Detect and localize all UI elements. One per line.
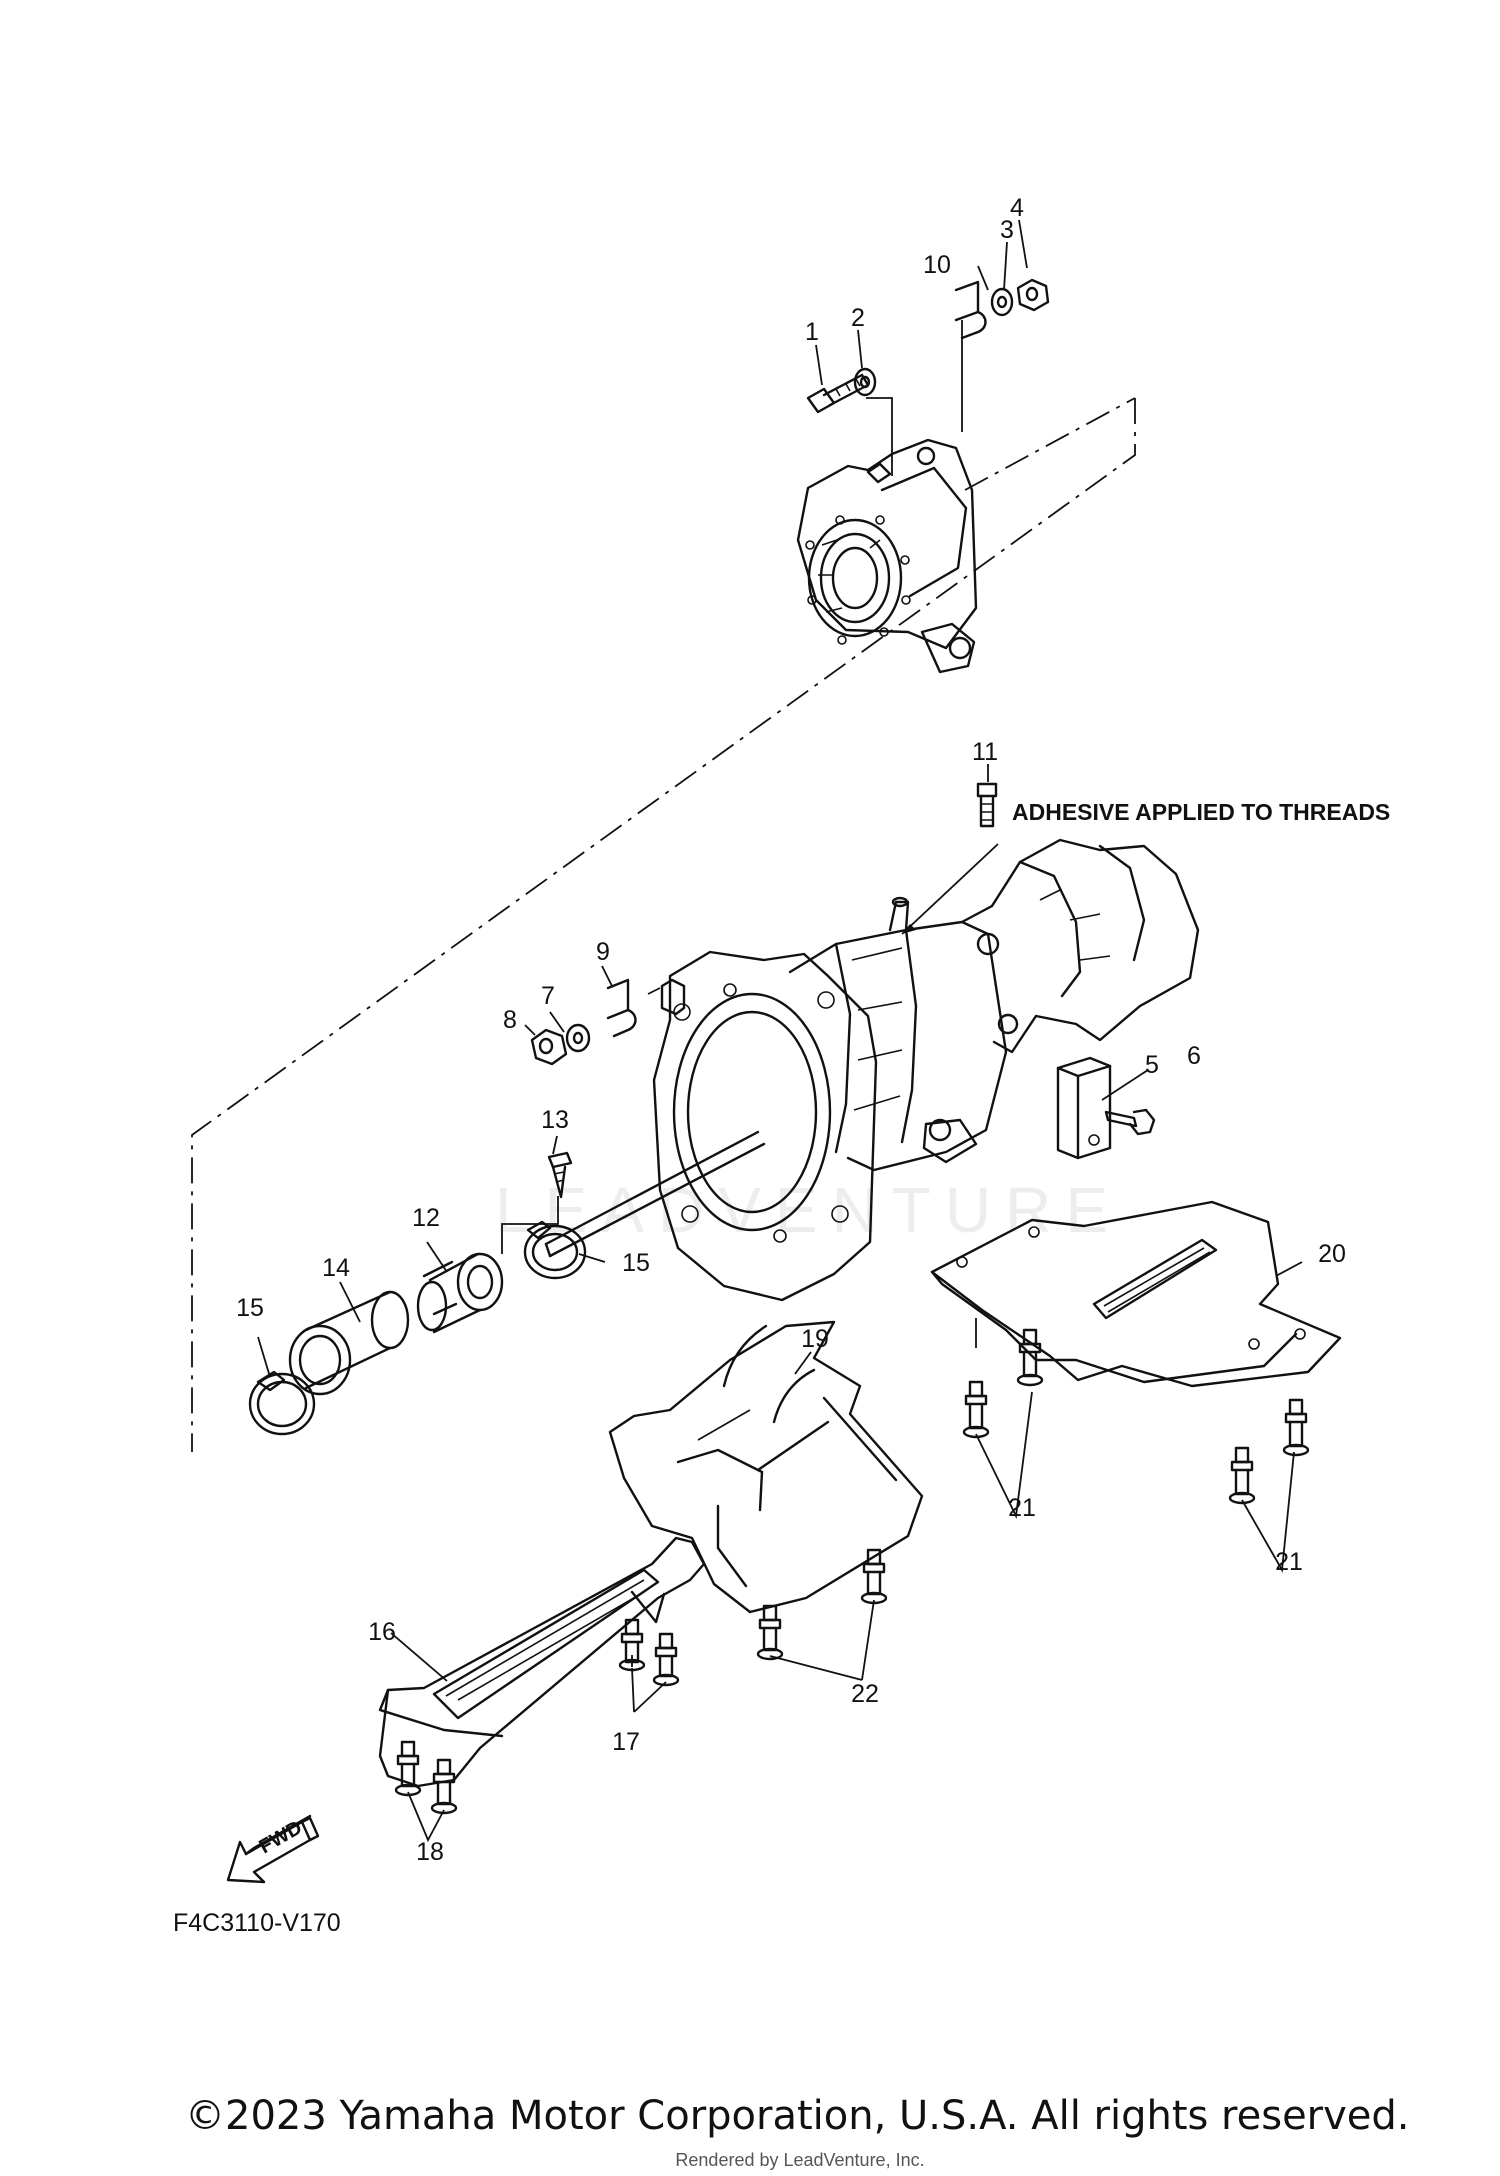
leader-17 bbox=[631, 1655, 667, 1713]
callout-leaders bbox=[257, 219, 1028, 1682]
callout-8: 8 bbox=[503, 1006, 517, 1034]
bolt-part-6 bbox=[1104, 1108, 1156, 1136]
leader-20 bbox=[1275, 1261, 1303, 1277]
leader-5 bbox=[1101, 1069, 1149, 1101]
washer-part-2 bbox=[853, 367, 877, 397]
hose-clamp-part-15 bbox=[523, 1220, 587, 1280]
leader-11 bbox=[901, 843, 999, 935]
callout-5: 5 bbox=[1145, 1051, 1159, 1079]
jet-pump-body bbox=[544, 838, 1200, 1302]
callout-22: 22 bbox=[851, 1680, 879, 1708]
bolt-part-21 bbox=[1282, 1398, 1310, 1457]
callout-16: 16 bbox=[368, 1618, 396, 1646]
callout-2: 2 bbox=[851, 304, 865, 332]
bolt-part-18 bbox=[394, 1740, 422, 1797]
callout-19: 19 bbox=[801, 1325, 829, 1353]
hardware-guide-line bbox=[866, 397, 893, 476]
assembly-boundary bbox=[191, 397, 1136, 1452]
bolt-part-21 bbox=[962, 1380, 990, 1439]
nut-part-4 bbox=[1016, 278, 1050, 312]
callout-14: 14 bbox=[322, 1254, 350, 1282]
guide-line-13 bbox=[501, 1196, 559, 1254]
rendered-by-credit: Rendered by LeadVenture, Inc. bbox=[675, 2150, 925, 2170]
callout-17: 17 bbox=[612, 1728, 640, 1756]
callout-12: 12 bbox=[412, 1204, 440, 1232]
intake-housing-part-19 bbox=[608, 1320, 924, 1614]
adhesive-note: ADHESIVE APPLIED TO THREADS bbox=[1012, 799, 1390, 825]
forward-arrow-icon: FWD bbox=[226, 1814, 320, 1884]
bolt-part-18 bbox=[430, 1758, 458, 1815]
hose-clamp-part-15 bbox=[248, 1370, 316, 1436]
leader-21 bbox=[975, 1391, 1033, 1520]
washer-part-7 bbox=[565, 1023, 591, 1053]
callout-numbers: 1 2 3 4 10 11 9 7 8 5 6 13 12 14 15 15 1… bbox=[236, 194, 1346, 1866]
intake-grate-part-16 bbox=[378, 1536, 706, 1788]
callout-1: 1 bbox=[805, 318, 819, 346]
jet-pump-housing bbox=[796, 438, 978, 674]
callout-7: 7 bbox=[541, 982, 555, 1010]
callout-15-left: 15 bbox=[236, 1294, 264, 1322]
callout-21-left: 21 bbox=[1008, 1494, 1036, 1522]
bolt-part-21 bbox=[1016, 1328, 1044, 1387]
leader-21 bbox=[1241, 1451, 1295, 1573]
bolt-part-17 bbox=[652, 1632, 680, 1687]
ride-plate-part-20 bbox=[930, 1200, 1342, 1388]
copyright-notice: ©2023 Yamaha Motor Corporation, U.S.A. A… bbox=[185, 2093, 1410, 2139]
plate-part-9 bbox=[606, 978, 637, 1038]
anode-part-5 bbox=[1056, 1056, 1112, 1160]
callout-15-right: 15 bbox=[622, 1249, 650, 1277]
leader-22 bbox=[769, 1599, 875, 1681]
fwd-label: FWD bbox=[256, 1817, 306, 1859]
diagram-code: F4C3110-V170 bbox=[173, 1909, 341, 1937]
bolt-part-11 bbox=[976, 782, 998, 828]
nut-part-8 bbox=[530, 1028, 568, 1066]
washer-part-3 bbox=[990, 287, 1014, 317]
screw-part-13 bbox=[547, 1151, 573, 1199]
bolt-part-22 bbox=[756, 1604, 784, 1661]
hose-part-14 bbox=[288, 1290, 410, 1396]
bolt-part-21 bbox=[1228, 1446, 1256, 1505]
callout-4: 4 bbox=[1010, 194, 1024, 222]
callout-18: 18 bbox=[416, 1838, 444, 1866]
bolt-part-22 bbox=[860, 1548, 888, 1605]
callout-21-right: 21 bbox=[1275, 1548, 1303, 1576]
callout-6: 6 bbox=[1187, 1042, 1201, 1070]
leader-18 bbox=[407, 1791, 445, 1843]
callout-20: 20 bbox=[1318, 1240, 1346, 1268]
sleeve-part-12 bbox=[416, 1252, 504, 1334]
callout-9: 9 bbox=[596, 938, 610, 966]
callout-11: 11 bbox=[972, 738, 998, 766]
callout-3: 3 bbox=[1000, 216, 1014, 244]
callout-10: 10 bbox=[923, 251, 951, 279]
callout-13: 13 bbox=[541, 1106, 569, 1134]
bolt-part-1 bbox=[806, 373, 870, 414]
plate-part-10 bbox=[954, 280, 987, 340]
